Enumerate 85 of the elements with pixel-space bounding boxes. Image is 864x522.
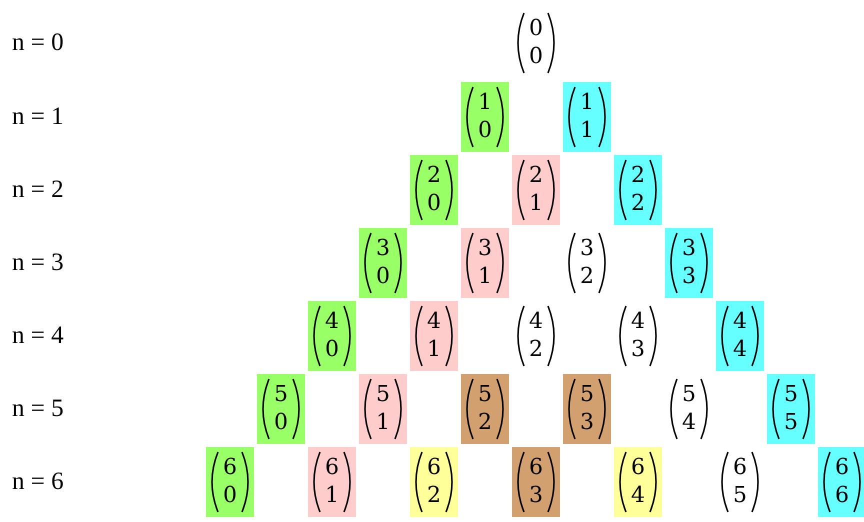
row-label: n = 3 — [12, 248, 64, 278]
binomial-coefficient-cell — [461, 82, 509, 152]
binomial-coefficient-cell — [410, 301, 458, 371]
lower-index: 1 — [324, 483, 340, 509]
lower-index: 1 — [426, 337, 442, 363]
row-label: n = 0 — [12, 28, 64, 58]
lower-index: 2 — [477, 410, 493, 436]
lower-index: 0 — [324, 337, 340, 363]
binomial-coefficient-cell — [818, 447, 864, 517]
upper-index: 2 — [528, 163, 544, 189]
lower-index: 2 — [426, 483, 442, 509]
binomial-coefficient-cell — [410, 155, 458, 225]
lower-index: 0 — [375, 264, 391, 290]
binomial-coefficient-cell — [257, 374, 305, 444]
upper-index: 3 — [579, 236, 595, 262]
row-label: n = 2 — [12, 175, 64, 205]
binomial-coefficient-cell — [308, 447, 356, 517]
binomial-coefficient-cell — [512, 155, 560, 225]
upper-index: 4 — [528, 309, 544, 335]
binomial-coefficient-cell — [563, 374, 611, 444]
lower-index: 6 — [834, 483, 850, 509]
row-label: n = 6 — [12, 467, 64, 497]
binomial-coefficient-cell — [359, 374, 407, 444]
lower-index: 0 — [222, 483, 238, 509]
lower-index: 1 — [528, 191, 544, 217]
upper-index: 6 — [426, 455, 442, 481]
binomial-coefficient-cell — [563, 82, 611, 152]
upper-index: 3 — [375, 236, 391, 262]
lower-index: 3 — [630, 337, 646, 363]
upper-index: 5 — [681, 382, 697, 408]
binomial-coefficient-cell — [614, 155, 662, 225]
lower-index: 2 — [630, 191, 646, 217]
lower-index: 3 — [528, 483, 544, 509]
upper-index: 4 — [426, 309, 442, 335]
lower-index: 1 — [477, 264, 493, 290]
binomial-coefficient-cell — [410, 447, 458, 517]
binomial-coefficient-cell — [716, 301, 764, 371]
binomial-coefficient-cell — [665, 228, 713, 298]
binomial-coefficient-cell — [461, 228, 509, 298]
upper-index: 6 — [222, 455, 238, 481]
upper-index: 4 — [324, 309, 340, 335]
upper-index: 5 — [375, 382, 391, 408]
lower-index: 4 — [732, 337, 748, 363]
binomial-coefficient-cell — [206, 447, 254, 517]
upper-index: 4 — [630, 309, 646, 335]
lower-index: 0 — [477, 118, 493, 144]
binomial-coefficient-cell — [512, 447, 560, 517]
upper-index: 0 — [528, 16, 544, 42]
lower-index: 3 — [579, 410, 595, 436]
upper-index: 6 — [732, 455, 748, 481]
upper-index: 3 — [477, 236, 493, 262]
lower-index: 0 — [426, 191, 442, 217]
upper-index: 4 — [732, 309, 748, 335]
upper-index: 6 — [324, 455, 340, 481]
upper-index: 2 — [630, 163, 646, 189]
lower-index: 0 — [528, 44, 544, 70]
row-label: n = 5 — [12, 394, 64, 424]
lower-index: 2 — [528, 337, 544, 363]
binomial-coefficient-cell — [461, 374, 509, 444]
binomial-coefficient-cell — [308, 301, 356, 371]
upper-index: 6 — [630, 455, 646, 481]
row-label: n = 4 — [12, 321, 64, 351]
binomial-coefficient-cell — [614, 447, 662, 517]
upper-index: 5 — [477, 382, 493, 408]
lower-index: 4 — [681, 410, 697, 436]
lower-index: 1 — [375, 410, 391, 436]
lower-index: 5 — [783, 410, 799, 436]
lower-index: 4 — [630, 483, 646, 509]
upper-index: 2 — [426, 163, 442, 189]
lower-index: 5 — [732, 483, 748, 509]
binomial-coefficient-cell — [359, 228, 407, 298]
upper-index: 6 — [528, 455, 544, 481]
lower-index: 3 — [681, 264, 697, 290]
upper-index: 6 — [834, 455, 850, 481]
lower-index: 0 — [273, 410, 289, 436]
upper-index: 5 — [273, 382, 289, 408]
upper-index: 5 — [579, 382, 595, 408]
upper-index: 1 — [477, 90, 493, 116]
lower-index: 1 — [579, 118, 595, 144]
upper-index: 3 — [681, 236, 697, 262]
upper-index: 5 — [783, 382, 799, 408]
upper-index: 1 — [579, 90, 595, 116]
row-label: n = 1 — [12, 102, 64, 132]
lower-index: 2 — [579, 264, 595, 290]
binomial-coefficient-cell — [767, 374, 815, 444]
